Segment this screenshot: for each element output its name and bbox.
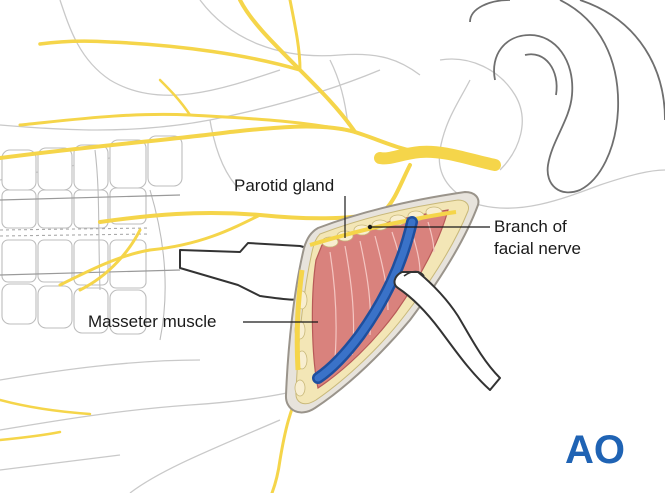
- nerve-branch-wound: [309, 210, 457, 247]
- retractor-icon: [393, 270, 501, 391]
- logo-text: AO: [565, 428, 625, 472]
- leader-lines: [243, 196, 490, 323]
- arch-wire: [0, 194, 181, 276]
- retractor-icon: [179, 242, 315, 301]
- ao-logo-icon: AO: [565, 428, 625, 472]
- nerve-branch-lower: [294, 269, 305, 371]
- label-masseter-muscle: Masseter muscle: [88, 312, 216, 331]
- leader-dot: [367, 224, 373, 230]
- surgical-incision: [284, 190, 480, 414]
- teeth: [0, 135, 183, 341]
- label-branch-line1: Branch of: [494, 217, 567, 236]
- label-branch-line2: facial nerve: [494, 239, 581, 258]
- label-parotid-gland: Parotid gland: [234, 176, 334, 195]
- ear-icon: [469, 0, 665, 194]
